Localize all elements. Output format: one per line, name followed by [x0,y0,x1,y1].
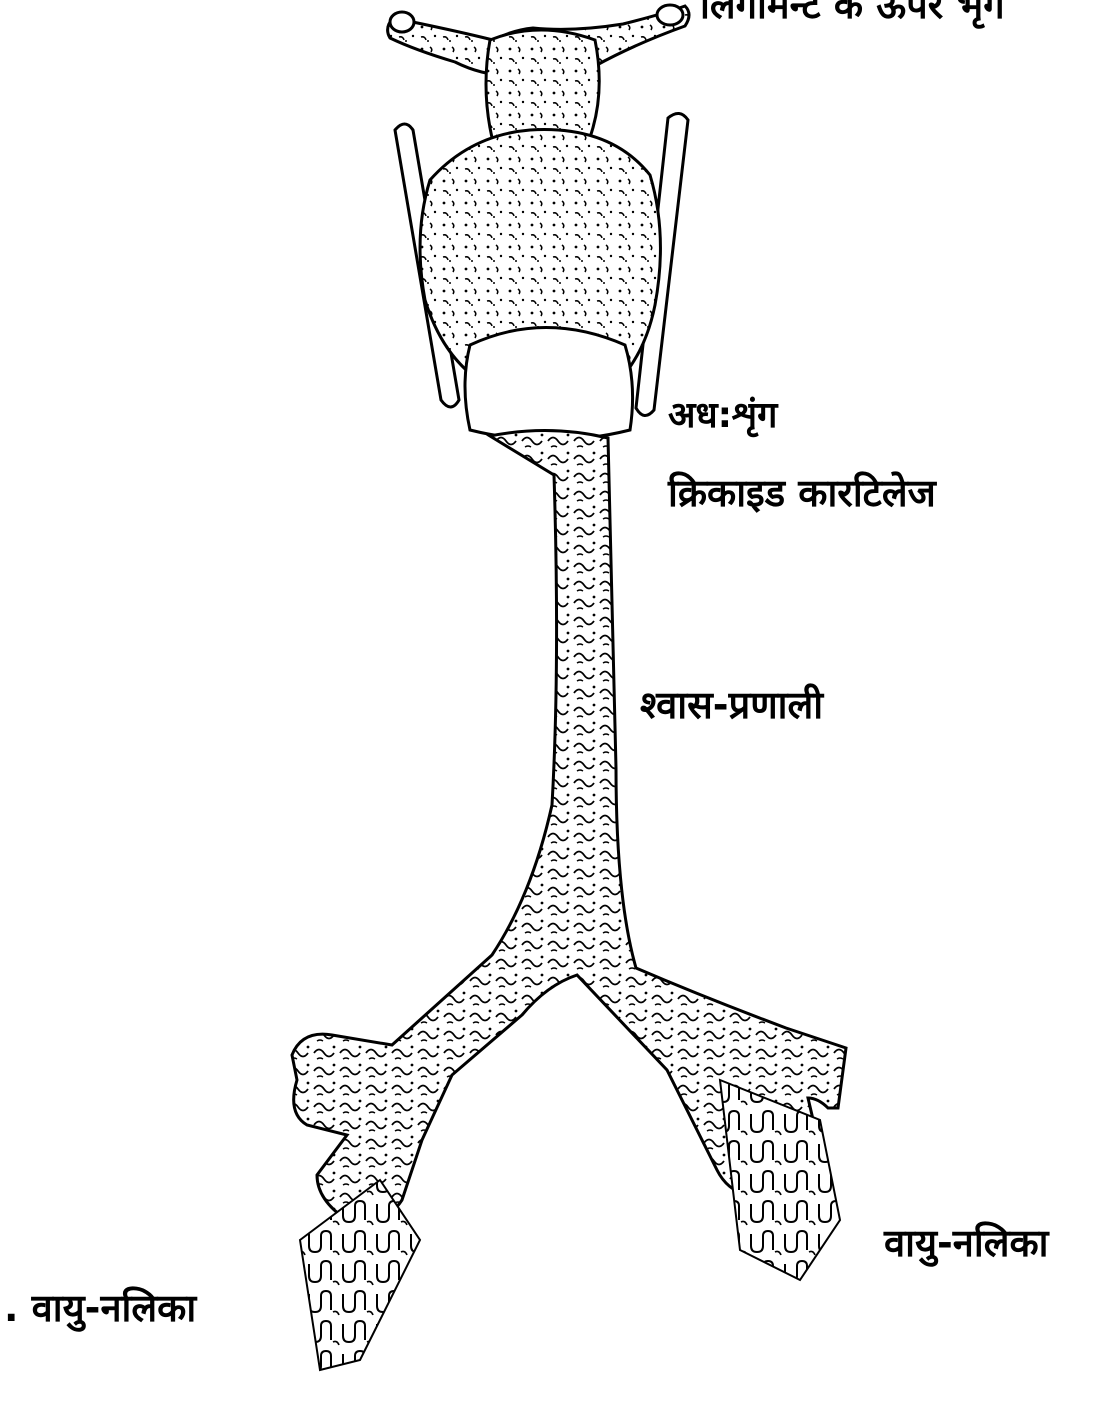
label-bronchus-left: . वायु-नलिका [4,1289,196,1327]
right-bronchus-detail [720,1080,840,1280]
label-cricoid-cartilage: क्रिकाइड कारटिलेज [668,474,936,512]
label-inferior-horn: अध:शृंग [668,398,777,434]
left-bronchus-detail [300,1180,420,1370]
label-top-partial: लिगामेन्ट के ऊपर भृंग [700,0,1005,24]
label-bronchus-right: वायु-नलिका [884,1224,1049,1262]
cricoid-cartilage [465,328,633,441]
label-trachea: श्वास-प्रणाली [640,686,823,724]
